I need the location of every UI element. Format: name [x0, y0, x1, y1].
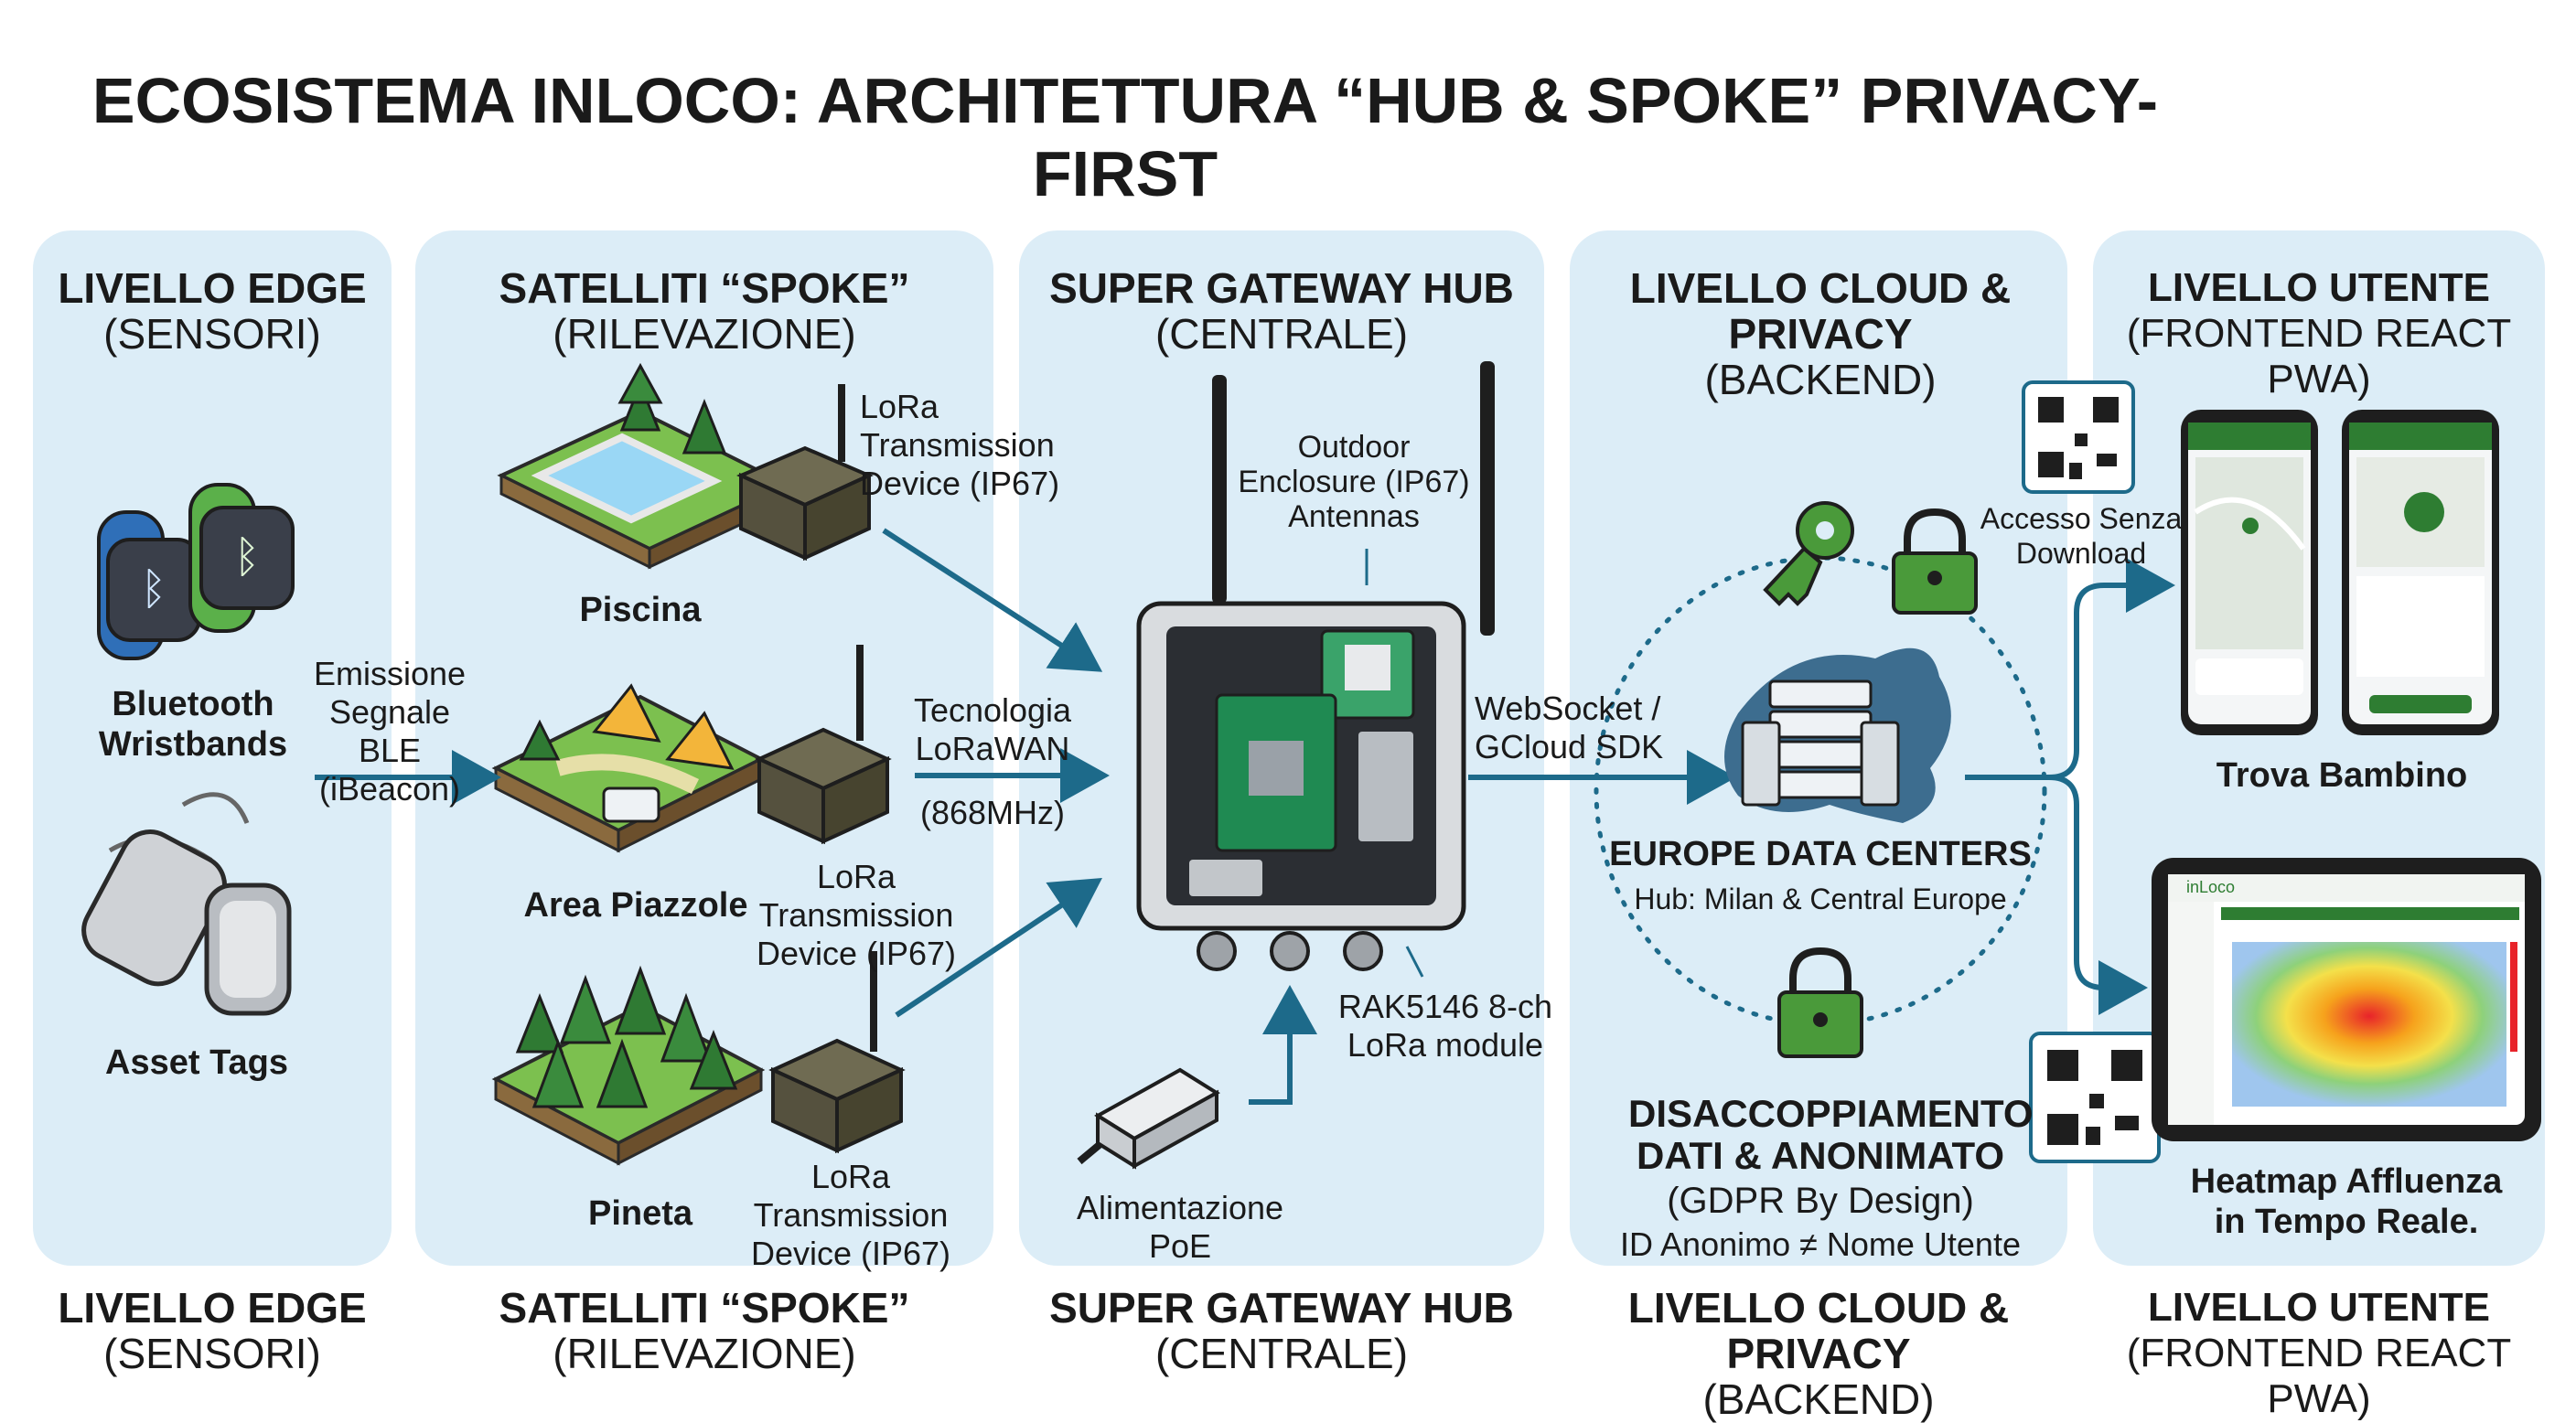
data-centers-subtitle: Hub: Milan & Central Europe	[1634, 883, 2007, 915]
server-rack-icon	[1741, 679, 1900, 807]
tablet-app-brand: inLoco	[2186, 878, 2236, 896]
col-title: SUPER GATEWAY HUB	[1049, 264, 1514, 312]
footer-edge: LIVELLO EDGE (SENSORI)	[33, 1285, 392, 1376]
col-header-edge: LIVELLO EDGE (SENSORI)	[33, 265, 392, 357]
lora-device-icon-3	[768, 951, 906, 1154]
ble-label: Emissione Segnale BLE (iBeacon)	[313, 655, 467, 808]
col-header-cloud: LIVELLO CLOUD & PRIVACY (BACKEND)	[1619, 265, 2022, 402]
svg-text:ᛒ: ᛒ	[141, 563, 167, 615]
frequency-label: (868MHz)	[919, 794, 1066, 831]
col-subtitle: (BACKEND)	[1704, 356, 1937, 403]
col-header-user: LIVELLO UTENTE (FRONTEND REACT PWA)	[2093, 265, 2545, 402]
lorawan-label: Tecnologia LoRaWAN	[913, 691, 1072, 767]
col-subtitle: (FRONTEND REACT PWA)	[2126, 311, 2512, 401]
footer-title: LIVELLO UTENTE	[2148, 1285, 2490, 1330]
site-label-piscina: Piscina	[579, 591, 702, 629]
page-title: ECOSISTEMA INLOCO: ARCHITETTURA “HUB & S…	[91, 65, 2159, 209]
trova-bambino-label: Trova Bambino	[2216, 756, 2468, 795]
data-centers-title: EUROPE DATA CENTERS	[1609, 835, 2032, 873]
col-title: SATELLITI “SPOKE”	[499, 264, 910, 312]
site-label-piazzole: Area Piazzole	[523, 886, 748, 925]
key-icon	[1763, 501, 1854, 606]
footer-user: LIVELLO UTENTE (FRONTEND REACT PWA)	[2093, 1285, 2545, 1422]
footer-title: SUPER GATEWAY HUB	[1049, 1284, 1514, 1332]
lora-device-label-3: LoRa Transmission Device (IP67)	[750, 1158, 951, 1272]
phone-icon-2	[2342, 410, 2499, 735]
outdoor-enclosure-label: Outdoor Enclosure (IP67) Antennas	[1238, 430, 1470, 534]
lora-module-label: RAK5146 8-ch LoRa module	[1337, 988, 1553, 1064]
wristbands-icon: ᛒ ᛒ	[97, 483, 295, 660]
site-label-pineta: Pineta	[587, 1194, 693, 1233]
asset-tags-label: Asset Tags	[105, 1043, 288, 1082]
access-label: Accesso Senza Download	[1980, 502, 2183, 570]
col-title: LIVELLO CLOUD & PRIVACY	[1629, 264, 2012, 358]
arrow-spoke-1	[882, 528, 1103, 672]
col-title: LIVELLO UTENTE	[2148, 265, 2490, 310]
phone-icon-1	[2181, 410, 2318, 735]
wristbands-label: Bluetooth Wristbands	[98, 685, 288, 764]
footer-subtitle: (FRONTEND REACT PWA)	[2126, 1331, 2512, 1421]
qr-code-icon-top	[2022, 380, 2135, 494]
flow-arrows	[315, 528, 2175, 1105]
footer-hub: SUPER GATEWAY HUB (CENTRALE)	[1019, 1285, 1544, 1376]
poe-label: Alimentazione PoE	[1076, 1189, 1284, 1265]
footer-subtitle: (RILEVAZIONE)	[553, 1330, 856, 1377]
col-title: LIVELLO EDGE	[58, 264, 367, 312]
col-header-hub: SUPER GATEWAY HUB (CENTRALE)	[1019, 265, 1544, 357]
qr-code-icon-bottom	[2029, 1032, 2161, 1163]
panel-edge	[33, 230, 392, 1266]
arrow-to-tablet	[2048, 775, 2148, 1015]
gateway-icon	[1136, 361, 1495, 971]
footer-title: SATELLITI “SPOKE”	[499, 1284, 910, 1332]
site-piazzole-icon	[491, 683, 766, 853]
lock-icon-top	[1892, 508, 1978, 615]
privacy-gdpr: (GDPR By Design)	[1667, 1181, 1974, 1221]
websocket-label: WebSocket / GCloud SDK	[1475, 690, 1664, 765]
lora-device-icon-1	[736, 384, 874, 562]
footer-subtitle: (BACKEND)	[1702, 1375, 1935, 1423]
site-pineta-icon	[491, 965, 766, 1166]
heatmap-label: Heatmap Affluenza in Tempo Reale.	[2190, 1162, 2503, 1241]
footer-subtitle: (SENSORI)	[103, 1330, 321, 1377]
leader-module	[1405, 946, 1424, 978]
tablet-icon	[2152, 858, 2541, 1141]
privacy-ring	[1594, 555, 2047, 1027]
arrow-spoke-3	[895, 878, 1102, 1018]
col-subtitle: (RILEVAZIONE)	[553, 310, 856, 358]
col-subtitle: (CENTRALE)	[1154, 310, 1409, 358]
poe-adapter-icon	[1077, 1067, 1220, 1170]
svg-text:ᛒ: ᛒ	[234, 531, 261, 583]
col-header-spoke: SATELLITI “SPOKE” (RILEVAZIONE)	[415, 265, 993, 357]
col-subtitle: (SENSORI)	[103, 310, 321, 358]
lock-icon-bottom	[1777, 947, 1863, 1058]
arrow-poe	[1249, 985, 1317, 1105]
lora-device-icon-2	[755, 645, 892, 845]
arrow-to-phone	[1965, 558, 2175, 780]
lora-device-label-1: LoRa Transmission Device (IP67)	[860, 388, 1060, 502]
lora-device-label-2: LoRa Transmission Device (IP67)	[756, 858, 957, 972]
footer-subtitle: (CENTRALE)	[1154, 1330, 1409, 1377]
footer-spoke: SATELLITI “SPOKE” (RILEVAZIONE)	[415, 1285, 993, 1376]
footer-cloud: LIVELLO CLOUD & PRIVACY (BACKEND)	[1570, 1285, 2067, 1422]
asset-tags-icon	[81, 792, 292, 1016]
site-piscina-icon	[497, 362, 791, 570]
privacy-title: DISACCOPPIAMENTO DATI & ANONIMATO	[1628, 1092, 2034, 1177]
privacy-id: ID Anonimo ≠ Nome Utente	[1620, 1225, 2021, 1263]
footer-title: LIVELLO CLOUD & PRIVACY	[1627, 1284, 2010, 1377]
footer-title: LIVELLO EDGE	[58, 1284, 367, 1332]
